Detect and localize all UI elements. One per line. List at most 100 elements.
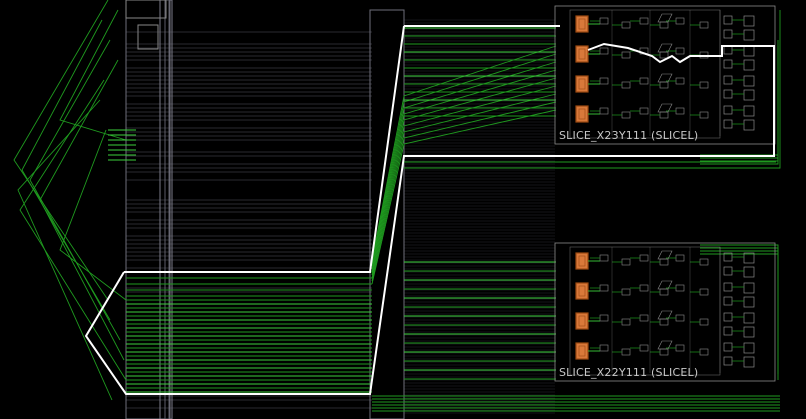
flip-flop-icon[interactable] xyxy=(744,76,754,86)
net-wire[interactable] xyxy=(700,245,778,380)
lut-cell-icon[interactable] xyxy=(576,106,588,122)
mux-icon[interactable] xyxy=(600,285,608,291)
mux-icon[interactable] xyxy=(622,259,630,265)
mux-icon[interactable] xyxy=(622,52,630,58)
lut-cell-icon[interactable] xyxy=(576,16,588,32)
flip-flop-icon[interactable] xyxy=(724,313,732,321)
flip-flop-icon[interactable] xyxy=(744,283,754,293)
selected-net-segment[interactable] xyxy=(86,44,774,394)
net-wire[interactable] xyxy=(700,58,778,164)
mux-icon[interactable] xyxy=(640,18,648,24)
mux-icon[interactable] xyxy=(700,319,708,325)
lut-cell-icon[interactable] xyxy=(576,253,588,269)
mux-icon[interactable] xyxy=(660,319,668,325)
mux-icon[interactable] xyxy=(676,18,684,24)
flip-flop-icon[interactable] xyxy=(744,30,754,40)
mux-icon[interactable] xyxy=(660,112,668,118)
mux-icon[interactable] xyxy=(640,345,648,351)
mux-icon[interactable] xyxy=(640,315,648,321)
net-wire[interactable] xyxy=(60,10,126,140)
mux-icon[interactable] xyxy=(700,82,708,88)
flip-flop-icon[interactable] xyxy=(724,283,732,291)
mux-icon[interactable] xyxy=(676,315,684,321)
flip-flop-icon[interactable] xyxy=(724,60,732,68)
flip-flop-icon[interactable] xyxy=(724,267,732,275)
mux-icon[interactable] xyxy=(676,48,684,54)
flip-flop-icon[interactable] xyxy=(744,120,754,130)
flip-flop-icon[interactable] xyxy=(724,357,732,365)
flip-flop-icon[interactable] xyxy=(744,313,754,323)
slice-x22y111[interactable] xyxy=(555,243,775,381)
net-wire[interactable] xyxy=(40,60,124,360)
mux-icon[interactable] xyxy=(600,108,608,114)
flip-flop-icon[interactable] xyxy=(744,297,754,307)
mux-icon[interactable] xyxy=(700,22,708,28)
flip-flop-icon[interactable] xyxy=(744,90,754,100)
mux-icon[interactable] xyxy=(700,259,708,265)
slice-label-bottom[interactable]: SLICE_X22Y111 (SLICEL) xyxy=(559,366,698,379)
flip-flop-icon[interactable] xyxy=(744,343,754,353)
flip-flop-icon[interactable] xyxy=(744,253,754,263)
mux-icon[interactable] xyxy=(622,82,630,88)
mux-icon[interactable] xyxy=(660,22,668,28)
mux-icon[interactable] xyxy=(622,349,630,355)
selected-net-segment[interactable] xyxy=(124,26,404,272)
net-wire[interactable] xyxy=(14,0,108,300)
mux-icon[interactable] xyxy=(676,285,684,291)
mux-icon[interactable] xyxy=(622,22,630,28)
net-wire[interactable] xyxy=(700,52,778,161)
flip-flop-icon[interactable] xyxy=(744,106,754,116)
mux-icon[interactable] xyxy=(676,78,684,84)
net-wire[interactable] xyxy=(700,248,778,374)
flip-flop-icon[interactable] xyxy=(744,46,754,56)
mux-icon[interactable] xyxy=(622,289,630,295)
mux-icon[interactable] xyxy=(660,82,668,88)
mux-icon[interactable] xyxy=(622,112,630,118)
mux-icon[interactable] xyxy=(640,78,648,84)
mux-icon[interactable] xyxy=(676,108,684,114)
mux-icon[interactable] xyxy=(676,345,684,351)
slice-x23y111[interactable] xyxy=(555,6,775,144)
mux-icon[interactable] xyxy=(600,78,608,84)
flip-flop-icon[interactable] xyxy=(744,357,754,367)
net-wire[interactable] xyxy=(700,251,778,368)
flip-flop-icon[interactable] xyxy=(724,30,732,38)
mux-icon[interactable] xyxy=(622,319,630,325)
net-wire[interactable] xyxy=(700,254,778,362)
net-wire[interactable] xyxy=(30,40,120,340)
flip-flop-icon[interactable] xyxy=(744,327,754,337)
flip-flop-icon[interactable] xyxy=(724,120,732,128)
mux-icon[interactable] xyxy=(700,349,708,355)
flip-flop-icon[interactable] xyxy=(744,60,754,70)
mux-icon[interactable] xyxy=(660,289,668,295)
mux-icon[interactable] xyxy=(600,345,608,351)
mux-icon[interactable] xyxy=(600,48,608,54)
mux-icon[interactable] xyxy=(640,285,648,291)
flip-flop-icon[interactable] xyxy=(724,90,732,98)
mux-icon[interactable] xyxy=(700,112,708,118)
mux-icon[interactable] xyxy=(660,52,668,58)
flip-flop-icon[interactable] xyxy=(724,16,732,24)
mux-icon[interactable] xyxy=(676,255,684,261)
mux-icon[interactable] xyxy=(600,315,608,321)
mux-icon[interactable] xyxy=(660,259,668,265)
lut-cell-icon[interactable] xyxy=(576,76,588,92)
flip-flop-icon[interactable] xyxy=(724,106,732,114)
flip-flop-icon[interactable] xyxy=(724,46,732,54)
mux-icon[interactable] xyxy=(660,349,668,355)
flip-flop-icon[interactable] xyxy=(744,16,754,26)
mux-icon[interactable] xyxy=(600,255,608,261)
net-wire[interactable] xyxy=(60,130,126,300)
flip-flop-icon[interactable] xyxy=(724,297,732,305)
net-wire[interactable] xyxy=(700,46,778,158)
lut-cell-icon[interactable] xyxy=(576,283,588,299)
mux-icon[interactable] xyxy=(600,18,608,24)
lut-cell-icon[interactable] xyxy=(576,46,588,62)
flip-flop-icon[interactable] xyxy=(724,343,732,351)
flip-flop-icon[interactable] xyxy=(724,76,732,84)
mux-icon[interactable] xyxy=(640,255,648,261)
flip-flop-icon[interactable] xyxy=(744,267,754,277)
lut-cell-icon[interactable] xyxy=(576,343,588,359)
